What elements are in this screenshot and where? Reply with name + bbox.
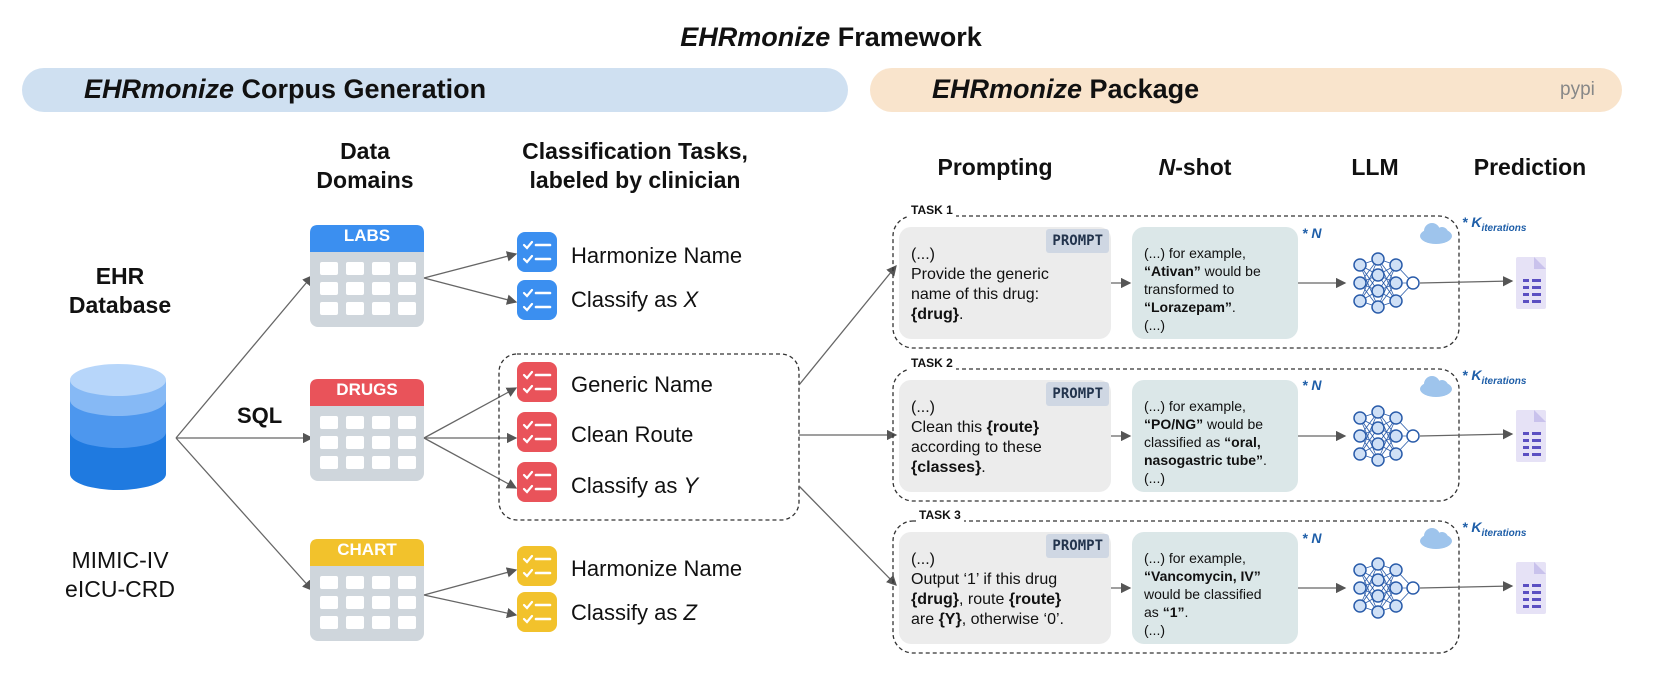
classification-header: Classification Tasks, labeled by clinici… (522, 138, 748, 193)
k-iterations-1: * Kiterations (1462, 214, 1527, 234)
checklist-icon (517, 546, 557, 586)
task-labs-classify: Classify as X (571, 287, 699, 312)
table-icon-chart (310, 539, 424, 641)
domain-tables (310, 225, 424, 641)
cloud-icon (1420, 223, 1452, 244)
nshot-box-2: (...) for example, “PO/NG” would be clas… (1132, 380, 1298, 492)
k-iterations-2: * Kiterations (1462, 367, 1527, 387)
sql-label: SQL (237, 403, 283, 428)
checklist-icon (517, 362, 557, 402)
prediction-document-icon (1516, 562, 1546, 614)
table-icon-labs (310, 225, 424, 327)
prediction-header: Prediction (1473, 154, 1587, 180)
k-iterations-3: * Kiterations (1462, 519, 1527, 539)
prompting-header: Prompting (937, 154, 1053, 180)
drug-tasks-group (498, 353, 800, 521)
ehr-database-label: EHR Database (68, 263, 172, 318)
prompt-tag: PROMPT (1046, 534, 1109, 558)
pipeline-internals (1111, 223, 1546, 619)
task2-label: TASK 2 (908, 356, 956, 370)
package-banner: EHRmonize Package pypi (870, 68, 1622, 112)
cloud-icon (1420, 376, 1452, 397)
prompt-box-1: PROMPT (...) Provide the generic name of… (899, 227, 1111, 339)
cloud-icon (1420, 528, 1452, 549)
domain-chart-label: CHART (337, 540, 397, 559)
checklist-icon (517, 462, 557, 502)
data-domains-header: Data Domains (316, 138, 414, 193)
task-chart-classify: Classify as Z (571, 600, 697, 625)
domain-task-arrows (423, 251, 518, 619)
page-title: EHRmonize Framework (680, 22, 982, 52)
n-multiplier-1: * N (1302, 225, 1322, 241)
prompt-box-3: PROMPT (...) Output ‘1’ if this drug {dr… (899, 532, 1111, 644)
task-drugs-route: Clean Route (571, 422, 694, 447)
neural-network-icon (1353, 557, 1420, 619)
n-multiplier-3: * N (1302, 530, 1322, 546)
nshot-header: N-shot (1158, 154, 1232, 180)
table-icon-drugs (310, 379, 424, 481)
database-icon (70, 364, 166, 490)
prediction-document-icon (1516, 257, 1546, 309)
checklist-icon (517, 412, 557, 452)
neural-network-icon (1353, 252, 1420, 314)
checklist-icon (517, 232, 557, 272)
task3-label: TASK 3 (916, 508, 964, 522)
nshot-box-1: (...) for example, “Ativan” would be tra… (1132, 227, 1298, 339)
prompt-box-2: PROMPT (...) Clean this {route} accordin… (899, 380, 1111, 492)
db-arrows (175, 275, 314, 591)
corpus-generation-banner: EHRmonize Corpus Generation (22, 68, 848, 112)
task-chart-harmonize: Harmonize Name (571, 556, 743, 581)
neural-network-icon (1353, 405, 1420, 467)
task-labs-harmonize: Harmonize Name (571, 243, 743, 268)
prompt-tag: PROMPT (1046, 229, 1109, 253)
domain-drugs-label: DRUGS (336, 380, 398, 399)
task-icons (517, 232, 557, 632)
llm-header: LLM (1351, 154, 1399, 180)
task-drugs-generic: Generic Name (571, 372, 713, 397)
pypi-logo-text: pypi (1560, 79, 1595, 100)
task-drugs-classify: Classify as Y (571, 473, 699, 498)
n-multiplier-2: * N (1302, 377, 1322, 393)
domain-labs-label: LABS (343, 226, 391, 245)
nshot-box-3: (...) for example, “Vancomycin, IV” woul… (1132, 532, 1298, 644)
checklist-icon (517, 280, 557, 320)
prediction-document-icon (1516, 410, 1546, 462)
group-pipeline-arrows (798, 264, 898, 586)
data-sources-label: MIMIC-IV eICU-CRD (65, 547, 175, 602)
checklist-icon (517, 592, 557, 632)
prompt-tag: PROMPT (1046, 382, 1109, 406)
task1-label: TASK 1 (908, 203, 956, 217)
